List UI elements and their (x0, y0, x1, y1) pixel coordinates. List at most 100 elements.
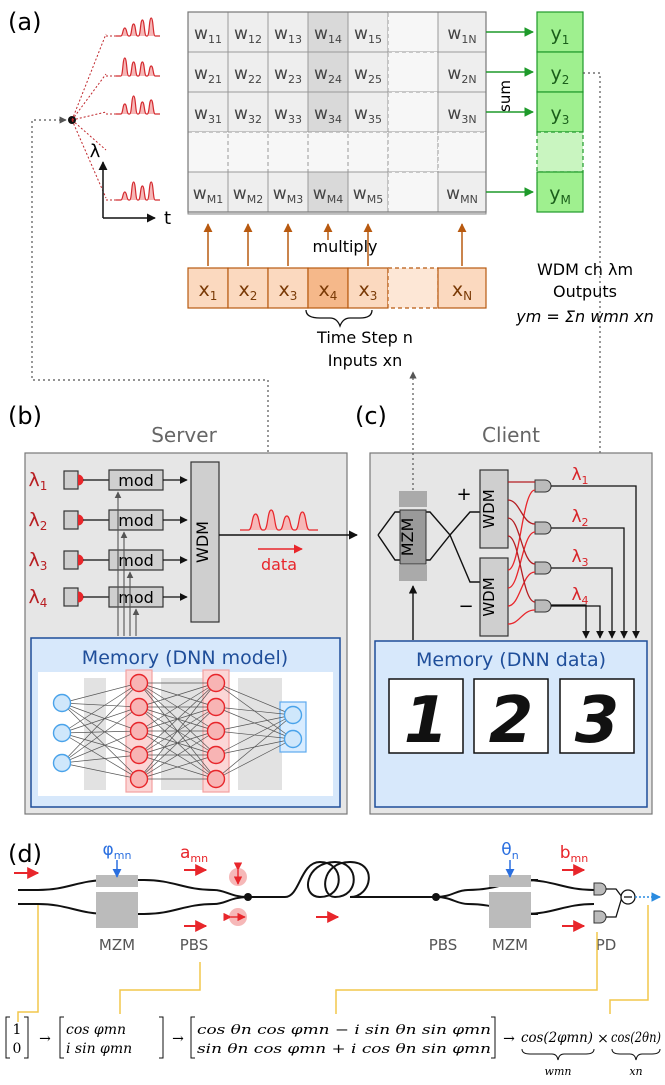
digit-image (388, 678, 464, 754)
data-label: data (261, 555, 297, 574)
client-lambda-2: λ2 (571, 507, 588, 529)
server-lambda-2: λ2 (29, 509, 48, 533)
weight-w15-base: w (354, 24, 368, 44)
input-x1-sub: 1 (210, 289, 218, 303)
weight-w3N: w3N (447, 104, 476, 126)
weight-cell (227, 131, 269, 173)
matrix-bracket (159, 1016, 164, 1059)
input-xN-base: x (452, 279, 463, 301)
multiply-label: multiply (313, 237, 378, 256)
modulator-label: mod (118, 471, 154, 490)
weight-w13-sub: 13 (288, 33, 302, 46)
eq-vec0-top: 1 (13, 1022, 22, 1038)
a-label: amn (180, 843, 208, 865)
nn-neuron (52, 693, 72, 713)
mzm2-electrode (489, 892, 531, 920)
weight-w32: w32 (234, 104, 262, 126)
a-label-sub: mn (190, 852, 208, 865)
input-xN: xN (452, 279, 472, 303)
pd-feed (507, 571, 536, 607)
pd-output (551, 485, 640, 639)
pulse-trains (71, 17, 160, 201)
weight-cell (187, 131, 229, 173)
input-x3-sub: 3 (290, 289, 298, 303)
pulse-link (71, 33, 107, 121)
a-label-base: a (180, 843, 190, 863)
server-lambda-1-base: λ (29, 469, 40, 491)
server-lambda-2-base: λ (29, 509, 40, 531)
nn-connection (215, 714, 294, 780)
server-to-source-dotted (31, 116, 269, 472)
server-lambda-4-sub: 4 (40, 596, 48, 610)
digit-image (559, 678, 635, 754)
nn-connection (61, 706, 140, 764)
weight-w3N-base: w (447, 104, 461, 124)
weight-w33-base: w (274, 104, 288, 124)
sum-label: sum (496, 80, 514, 112)
plus-sign: + (456, 484, 471, 505)
client-lambda-3-base: λ (571, 547, 581, 567)
output-y3-base: y (551, 103, 562, 125)
input-x2-sub: 2 (250, 289, 258, 303)
nn-connection (138, 682, 217, 780)
eq-x: cos(2θn) (611, 1030, 661, 1046)
nn-neuron (206, 697, 226, 717)
input-x3-sub: 3 (370, 289, 378, 303)
weight-wMN-base: w (446, 184, 460, 204)
weight-w23-sub: 23 (288, 73, 302, 86)
output-y3: y3 (551, 103, 570, 127)
b-label: bmn (560, 843, 589, 865)
wdm-channel-label: WDM ch λm (537, 260, 633, 279)
client-lambda-2-sub: 2 (582, 516, 589, 529)
weight-wM4-base: w (313, 184, 327, 204)
matrix-bracket (491, 1016, 496, 1059)
neural-network (52, 669, 307, 793)
panel-d-label: (d) (8, 840, 42, 868)
minus-sign: − (458, 596, 473, 617)
mzm2-electrode (489, 875, 531, 887)
mzm-out-minus (449, 534, 480, 583)
pulse-link (71, 119, 107, 151)
weight-cell (267, 91, 309, 133)
weight-wM1-base: w (193, 184, 207, 204)
weight-cell (437, 131, 487, 173)
weight-w22-base: w (234, 64, 248, 84)
weight-cell (187, 171, 229, 213)
input-xN-sub: N (463, 289, 472, 303)
input-x3: x3 (279, 279, 298, 303)
output-cell (536, 171, 584, 213)
pd-feed (507, 499, 536, 525)
pulse-link (71, 73, 107, 121)
weight-w3N-sub: 3N (461, 113, 476, 126)
client-wdm (479, 557, 509, 637)
lambda-axis-label: λ (90, 141, 101, 162)
phi-label-sub: mn (114, 849, 132, 862)
input-x2: x2 (239, 279, 258, 303)
digit-glyph: 1 (404, 684, 449, 758)
eq-w: cos(2φmn) (521, 1030, 593, 1046)
nn-connection (61, 754, 140, 764)
output-y2-sub: 2 (562, 73, 570, 87)
client-lambda-2-base: λ (571, 507, 581, 527)
nn-neuron (206, 673, 226, 693)
eq-arrow: → (39, 1031, 51, 1047)
weight-w35-sub: 35 (368, 113, 382, 126)
client-lambda-3: λ3 (571, 547, 588, 569)
nn-connection (61, 706, 140, 734)
server-lambda-3-base: λ (29, 549, 40, 571)
weight-w21: w21 (194, 64, 222, 86)
b-label-sub: mn (571, 852, 589, 865)
weight-wM4-sub: M4 (327, 193, 344, 206)
input-x3-base: x (359, 279, 370, 301)
output-y1: y1 (551, 23, 570, 47)
matrix-bracket (5, 1016, 10, 1059)
weight-cell (387, 51, 439, 93)
client-lambda-1: λ1 (571, 465, 588, 487)
weight-w32-base: w (234, 104, 248, 124)
eq-x-label: xn (629, 1065, 642, 1078)
weight-w2N-base: w (447, 64, 461, 84)
output-y1-base: y (551, 23, 562, 45)
output-equation: ym = Σn wmn xn (515, 307, 653, 326)
